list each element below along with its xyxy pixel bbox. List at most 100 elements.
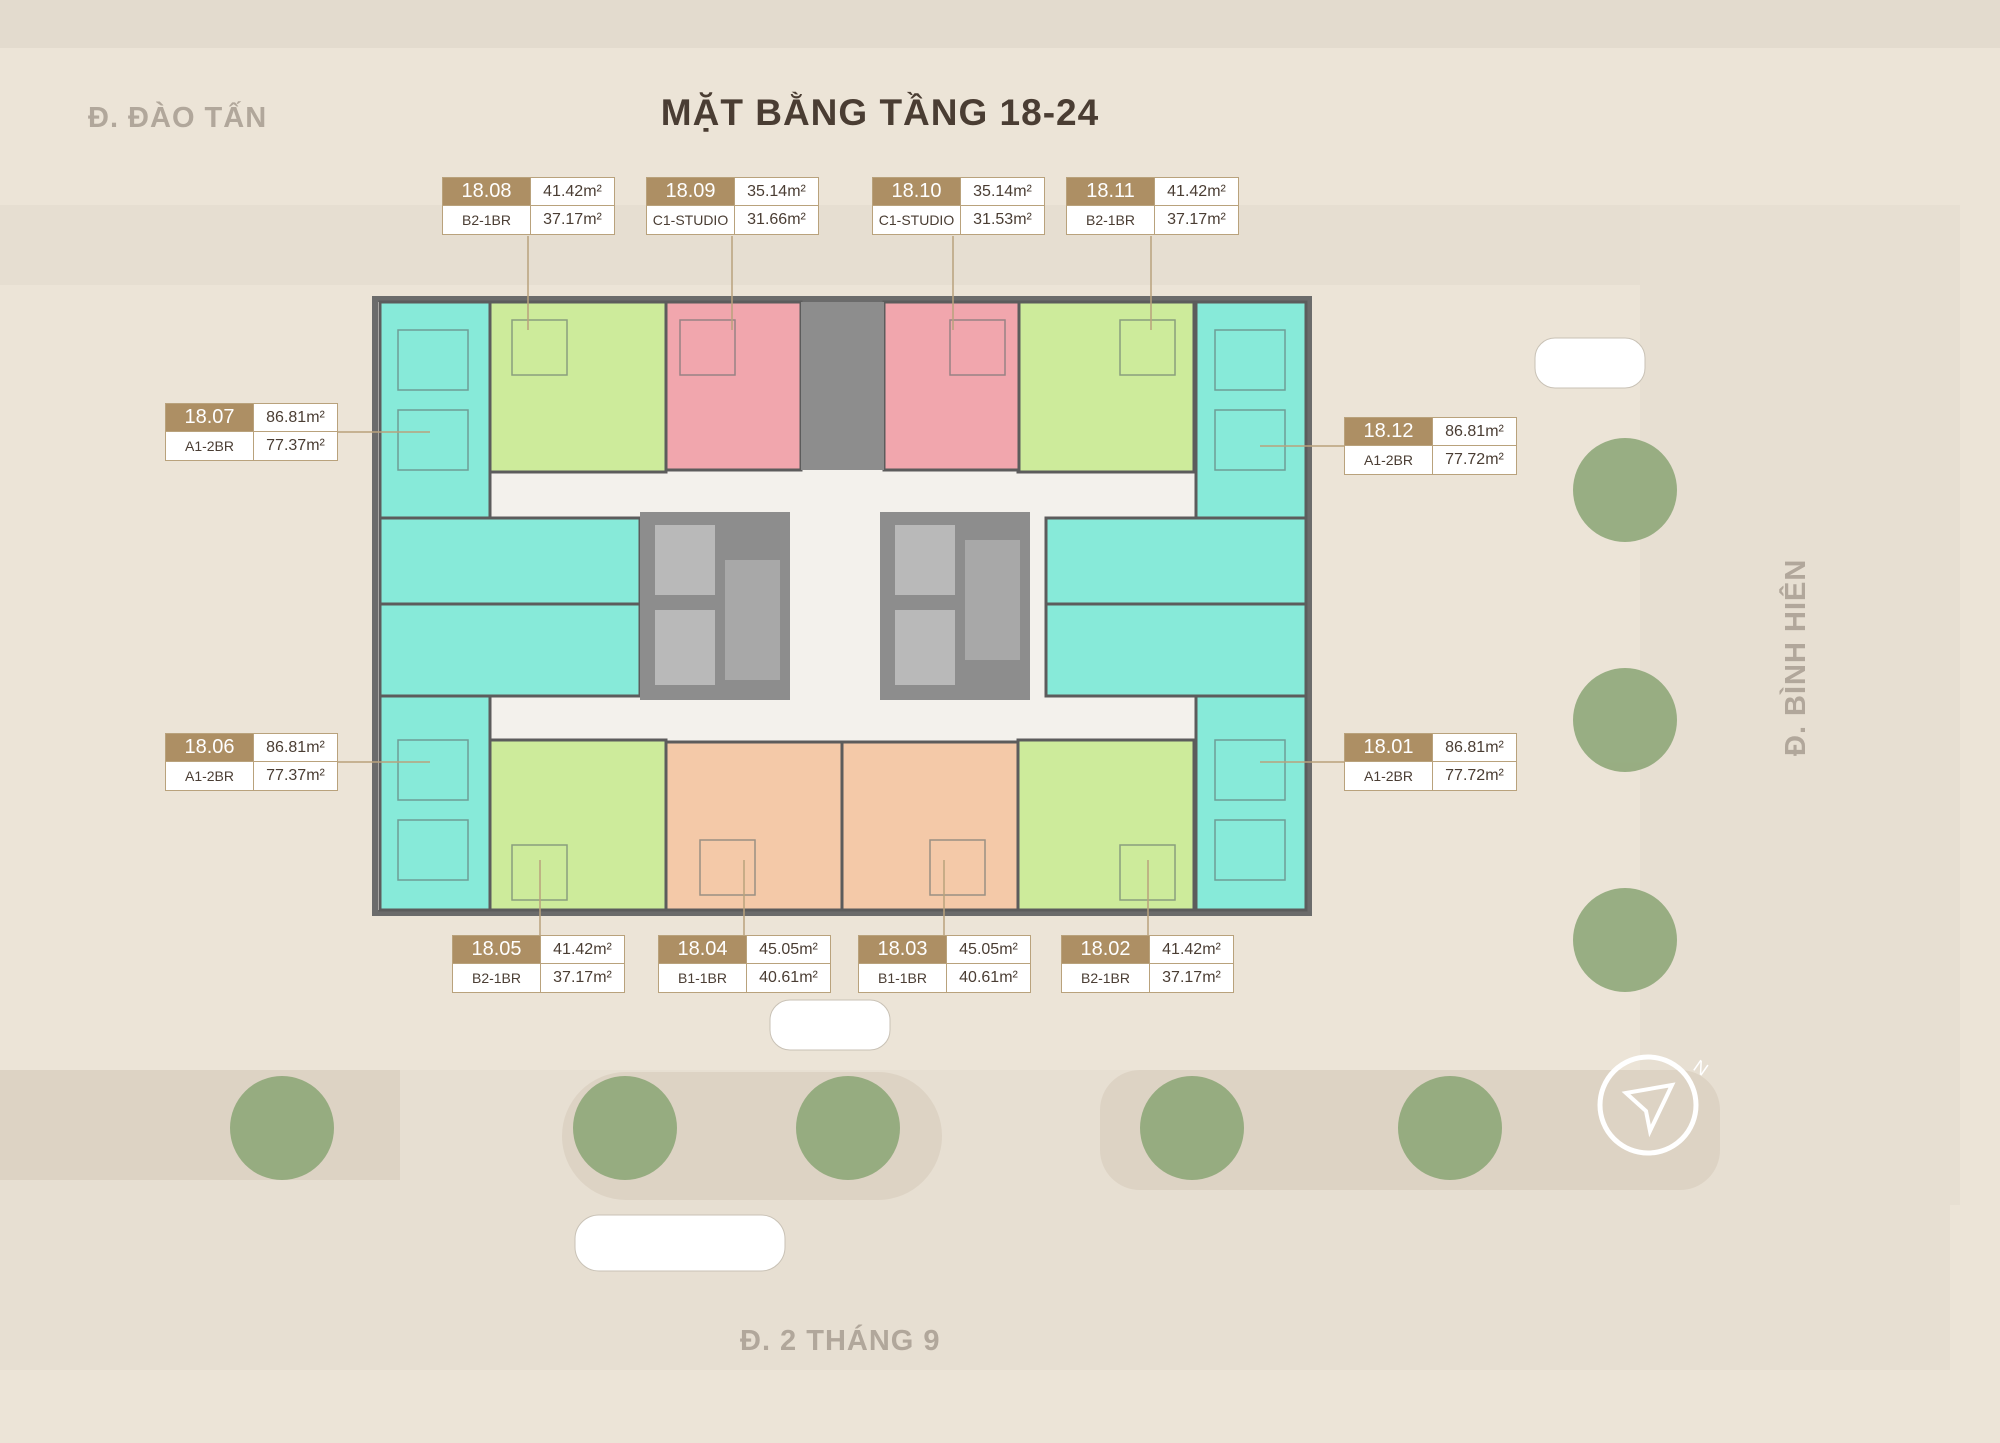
unit-card-18-03[interactable]: 18.03 45.05 B1-1BR 40.61 <box>858 935 1031 993</box>
unit-card-18-11[interactable]: 18.11 41.42 B2-1BR 37.17 <box>1066 177 1239 235</box>
road-east <box>1640 205 1960 1205</box>
unit-area-net: 31.66 <box>734 206 818 234</box>
unit-18-04 <box>664 740 844 912</box>
unit-area-gross: 86.81 <box>1432 734 1516 762</box>
unit-area-net: 77.37 <box>253 762 337 790</box>
unit-type: B2-1BR <box>1080 970 1131 986</box>
trees <box>230 438 1677 1180</box>
unit-area-gross: 86.81 <box>1432 418 1516 446</box>
lift <box>895 610 955 685</box>
lift <box>655 525 715 595</box>
tree <box>1398 1076 1502 1180</box>
tree <box>573 1076 677 1180</box>
car <box>769 999 891 1051</box>
unit-18-01-living <box>1044 602 1308 698</box>
tree <box>1573 888 1677 992</box>
unit-area-gross: 41.42 <box>1149 936 1233 964</box>
street-label-north: Đ. ĐÀO TẤN <box>88 102 268 134</box>
unit-type: A1-2BR <box>184 438 235 454</box>
unit-area-net: 37.17 <box>1149 964 1233 992</box>
unit-card-18-02[interactable]: 18.02 41.42 B2-1BR 37.17 <box>1061 935 1234 993</box>
unit-area-net: 31.53 <box>960 206 1044 234</box>
unit-type: B1-1BR <box>677 970 728 986</box>
road-top <box>0 0 2000 48</box>
unit-card-18-08[interactable]: 18.08 41.42 B2-1BR 37.17 <box>442 177 615 235</box>
unit-number: 18.04 <box>659 936 746 964</box>
unit-18-07-living <box>378 516 642 606</box>
furniture <box>397 319 1286 901</box>
unit-18-09 <box>664 300 803 472</box>
unit-area-gross: 35.14 <box>734 178 818 206</box>
unit-18-11 <box>1016 300 1196 474</box>
unit-area-gross: 35.14 <box>960 178 1044 206</box>
unit-area-net: 77.72 <box>1432 762 1516 790</box>
unit-number: 18.05 <box>453 936 540 964</box>
unit-number: 18.07 <box>166 404 253 432</box>
unit-area-net: 77.37 <box>253 432 337 460</box>
stair <box>965 540 1020 660</box>
stair <box>725 560 780 680</box>
unit-number: 18.08 <box>443 178 530 206</box>
tree <box>1573 668 1677 772</box>
service-shaft <box>801 302 884 470</box>
unit-card-18-10[interactable]: 18.10 35.14 C1-STUDIO 31.53 <box>872 177 1045 235</box>
unit-number: 18.12 <box>1345 418 1432 446</box>
unit-card-18-09[interactable]: 18.09 35.14 C1-STUDIO 31.66 <box>646 177 819 235</box>
unit-card-18-07[interactable]: 18.07 86.81 A1-2BR 77.37 <box>165 403 338 461</box>
unit-type: C1-STUDIO <box>652 212 729 228</box>
unit-area-gross: 41.42 <box>540 936 624 964</box>
unit-area-gross: 45.05 <box>746 936 830 964</box>
street-label-south: Đ. 2 THÁNG 9 <box>740 1325 941 1357</box>
unit-type: A1-2BR <box>1363 452 1414 468</box>
unit-18-06-living <box>378 602 642 698</box>
unit-number: 18.01 <box>1345 734 1432 762</box>
unit-number: 18.03 <box>859 936 946 964</box>
unit-type: B2-1BR <box>1085 212 1136 228</box>
unit-type: A1-2BR <box>184 768 235 784</box>
unit-type: B2-1BR <box>471 970 522 986</box>
unit-card-18-12[interactable]: 18.12 86.81 A1-2BR 77.72 <box>1344 417 1517 475</box>
unit-area-net: 37.17 <box>1154 206 1238 234</box>
tree <box>1573 438 1677 542</box>
unit-area-gross: 45.05 <box>946 936 1030 964</box>
unit-card-18-01[interactable]: 18.01 86.81 A1-2BR 77.72 <box>1344 733 1517 791</box>
leader-lines <box>338 236 1344 935</box>
unit-18-10 <box>882 300 1021 472</box>
unit-area-gross: 86.81 <box>253 404 337 432</box>
unit-type: A1-2BR <box>1363 768 1414 784</box>
unit-area-net: 40.61 <box>946 964 1030 992</box>
unit-18-02 <box>1016 738 1196 912</box>
street-label-east: Đ. BÌNH HIÊN <box>1780 558 1812 756</box>
unit-18-06-bedrooms <box>378 694 492 912</box>
unit-area-net: 37.17 <box>540 964 624 992</box>
tree <box>1140 1076 1244 1180</box>
car <box>574 1214 786 1272</box>
sidewalk-north <box>0 205 1640 285</box>
unit-18-01-bedrooms <box>1194 694 1308 912</box>
unit-18-05 <box>488 738 668 912</box>
unit-card-18-04[interactable]: 18.04 45.05 B1-1BR 40.61 <box>658 935 831 993</box>
page-title: MẶT BẰNG TẦNG 18-24 <box>660 92 1100 133</box>
unit-area-gross: 86.81 <box>253 734 337 762</box>
lift <box>895 525 955 595</box>
unit-18-12-living <box>1044 516 1308 606</box>
unit-area-net: 77.72 <box>1432 446 1516 474</box>
unit-type: B1-1BR <box>877 970 928 986</box>
unit-number: 18.02 <box>1062 936 1149 964</box>
unit-area-net: 40.61 <box>746 964 830 992</box>
unit-area-net: 37.17 <box>530 206 614 234</box>
unit-card-18-06[interactable]: 18.06 86.81 A1-2BR 77.37 <box>165 733 338 791</box>
unit-18-08 <box>488 300 668 474</box>
unit-number: 18.11 <box>1067 178 1154 206</box>
tree <box>796 1076 900 1180</box>
car <box>1534 337 1646 389</box>
unit-type: B2-1BR <box>461 212 512 228</box>
unit-card-18-05[interactable]: 18.05 41.42 B2-1BR 37.17 <box>452 935 625 993</box>
unit-area-gross: 41.42 <box>530 178 614 206</box>
tree <box>230 1076 334 1180</box>
unit-number: 18.10 <box>873 178 960 206</box>
unit-area-gross: 41.42 <box>1154 178 1238 206</box>
planter-west <box>0 1070 400 1180</box>
